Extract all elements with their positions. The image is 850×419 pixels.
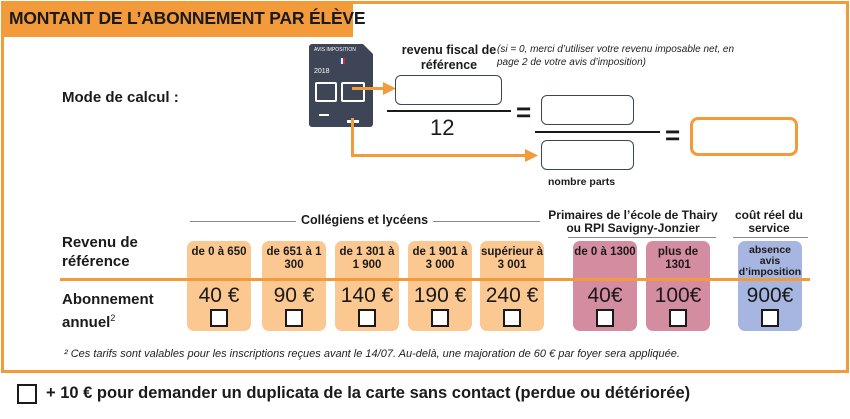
quotient-input[interactable]: [541, 95, 634, 125]
tarif-checkbox[interactable]: [761, 309, 779, 327]
tarif-card: de 0 à 650 40 €: [187, 241, 251, 331]
denominator-12: 12: [430, 115, 455, 140]
tarif-card: de 1 901 à 3 000 190 €: [408, 241, 472, 331]
tarif-card: de 0 à 1300 40€: [573, 241, 637, 331]
duplicate-label: + 10 € pour demander un duplicata de la …: [46, 384, 691, 402]
footnote: ² Ces tarifs sont valables pour les insc…: [64, 348, 680, 360]
tarif-checkbox[interactable]: [596, 309, 614, 327]
tax-notice-year: 2018: [314, 68, 330, 75]
tax-notice-header: AVIS IMPOSITION: [314, 47, 356, 53]
form-frame: [1, 1, 849, 373]
tarif-price: 40 €: [198, 284, 240, 307]
page-title: MONTANT DE L’ABONNEMENT PAR ÉLÈVE: [9, 8, 366, 28]
tarif-range: de 1 301 à 1 900: [339, 246, 395, 271]
mode-de-calcul-label: Mode de calcul :: [62, 89, 179, 106]
result-input[interactable]: [690, 117, 798, 156]
tarif-checkbox[interactable]: [431, 309, 449, 327]
tarif-card: supérieur à 3 001 240 €: [480, 241, 544, 331]
tarif-price: 100€: [654, 284, 702, 307]
tarif-checkbox[interactable]: [503, 309, 521, 327]
arrow-right-icon: [525, 149, 538, 162]
tarif-range: de 0 à 1300: [574, 246, 636, 258]
tarif-range: de 0 à 650: [191, 246, 247, 258]
tarif-checkbox[interactable]: [669, 309, 687, 327]
tarif-price: 90 €: [273, 284, 315, 307]
equals-sign: =: [665, 120, 681, 150]
tarif-checkbox[interactable]: [358, 309, 376, 327]
tarif-price: 190 €: [413, 284, 467, 307]
fraction-line: [387, 110, 511, 112]
separator-line: [60, 278, 810, 281]
equals-sign: =: [516, 97, 532, 127]
tarif-price: 240 €: [485, 284, 539, 307]
group-line: [733, 237, 808, 238]
tarif-card: de 1 301 à 1 900 140 €: [335, 241, 399, 331]
tarif-price: 40€: [587, 284, 623, 307]
revenu-note: (si = 0, merci d’utiliser votre revenu i…: [497, 44, 735, 68]
revenu-row-label: Revenu de référence: [62, 234, 138, 270]
tarif-price: 140 €: [340, 284, 394, 307]
tarif-checkbox[interactable]: [285, 309, 303, 327]
tarif-range: plus de 1301: [657, 246, 699, 271]
title-bar: MONTANT DE L’ABONNEMENT PAR ÉLÈVE: [1, 1, 366, 37]
tarif-range: de 651 à 1 300: [266, 246, 322, 271]
tarif-card: plus de 1301 100€: [646, 241, 710, 331]
tarif-checkbox[interactable]: [210, 309, 228, 327]
arrow-line: [351, 118, 354, 157]
tarif-card: absence avis d’imposition 900€: [738, 241, 802, 331]
primaires-group-label: Primaires de l’école de Thairy ou RPI Sa…: [548, 208, 718, 235]
cout-reel-label: coût réel du service: [734, 208, 803, 235]
revenu-fiscal-label: revenu fiscal de référence: [401, 43, 497, 72]
duplicate-checkbox[interactable]: [17, 384, 37, 404]
colleges-group-label: Collégiens et lycéens: [296, 213, 434, 227]
tarif-range: absence avis d’imposition: [738, 244, 802, 278]
arrow-line: [352, 87, 388, 90]
tax-notice-icon: AVIS IMPOSITION 2018: [309, 44, 373, 127]
abonnement-row-label: Abonnement annuel2: [62, 291, 154, 331]
group-line: [568, 237, 716, 238]
nombre-parts-label: nombre parts: [548, 176, 616, 188]
arrow-line: [351, 154, 528, 157]
tarif-card: de 651 à 1 300 90 €: [262, 241, 326, 331]
revenu-fiscal-input[interactable]: [395, 75, 502, 105]
flag-icon: [339, 58, 345, 64]
nombre-parts-input[interactable]: [541, 140, 634, 170]
arrow-right-icon: [383, 82, 396, 95]
fraction-line: [535, 131, 660, 133]
tarif-range: de 1 901 à 3 000: [412, 246, 468, 271]
tarif-range: supérieur à 3 001: [481, 246, 543, 271]
tarif-price: 900€: [746, 284, 794, 307]
